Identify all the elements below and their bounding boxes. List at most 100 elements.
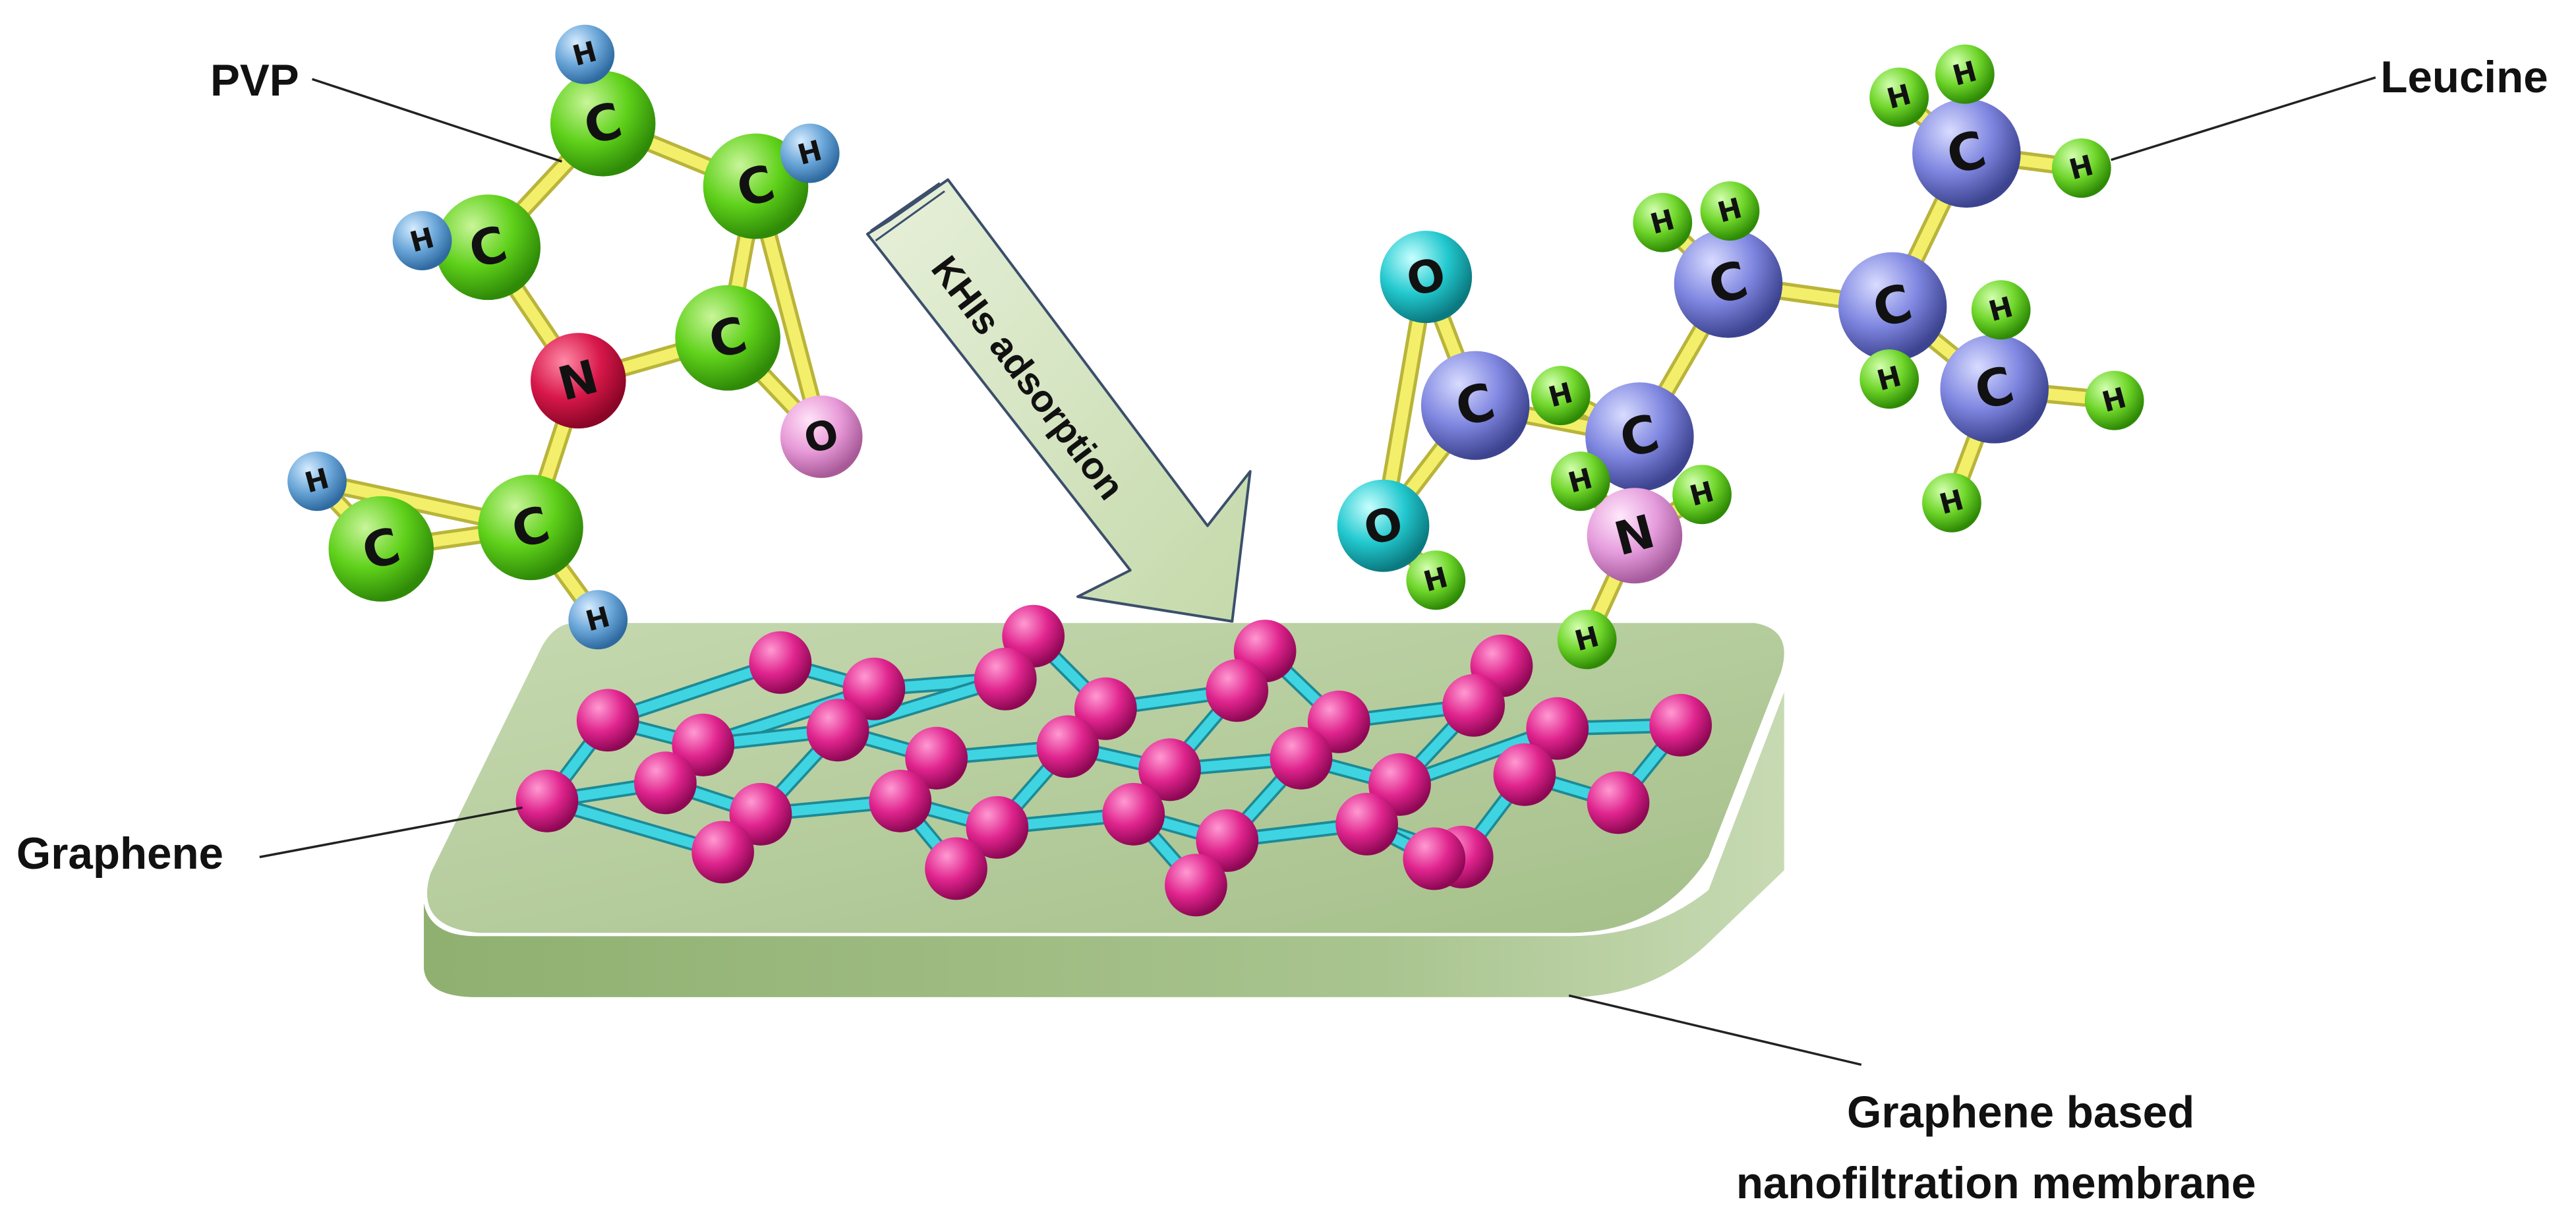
graphene-carbon-atom xyxy=(1165,854,1227,917)
graphene-carbon-atom xyxy=(1206,659,1269,722)
atom-H: H xyxy=(555,24,615,84)
atom-O: O xyxy=(1380,231,1473,324)
atom-sphere xyxy=(1674,229,1783,338)
atom-O: O xyxy=(1337,479,1430,572)
graphene-carbon-atom xyxy=(806,699,869,762)
atom-H: H xyxy=(392,211,452,271)
atom-H: H xyxy=(1672,465,1732,525)
atom-sphere xyxy=(1550,451,1610,511)
atom-sphere xyxy=(555,24,615,84)
graphene-carbon-atom xyxy=(966,796,1029,859)
atom-H: H xyxy=(1922,473,1981,533)
atom-H: H xyxy=(1557,610,1617,670)
graphene-label: Graphene xyxy=(16,829,223,879)
atom-N: N xyxy=(1587,488,1683,584)
graphene-carbon-atom xyxy=(1493,743,1556,806)
atom-H: H xyxy=(1935,44,1995,104)
atom-H: H xyxy=(1859,349,1919,409)
graphene-carbon-atom xyxy=(1270,726,1333,790)
atom-C: C xyxy=(435,194,541,301)
atom-H: H xyxy=(287,451,347,511)
graphene-carbon-atom xyxy=(1036,715,1099,778)
atom-sphere xyxy=(531,333,626,429)
leucine-label: Leucine xyxy=(2380,53,2548,102)
atom-C: C xyxy=(1420,351,1530,460)
pvp-label: PVP xyxy=(210,56,299,105)
atom-H: H xyxy=(1971,280,2031,340)
membrane-label-line2: nanofiltration membrane xyxy=(1736,1159,2256,1208)
atom-sphere xyxy=(1557,610,1617,670)
atom-H: H xyxy=(1633,192,1693,252)
graphene-carbon-atom xyxy=(1138,738,1201,801)
atom-sphere xyxy=(287,451,347,511)
membrane-top xyxy=(427,623,1784,933)
graphene-carbon-atom xyxy=(1403,827,1466,890)
atom-sphere xyxy=(1859,349,1919,409)
atom-N: N xyxy=(531,333,626,429)
graphene-carbon-atom xyxy=(905,726,968,790)
graphene-carbon-atom xyxy=(1102,782,1165,846)
adsorption-arrow: KHIs adsorption xyxy=(865,178,1252,623)
graphene-carbon-atom xyxy=(925,837,987,900)
atom-sphere xyxy=(1587,488,1683,584)
leucine-callout-line xyxy=(2111,76,2376,161)
graphene-callout-line xyxy=(259,806,523,859)
atom-sphere xyxy=(550,71,656,177)
atom-sphere xyxy=(1420,351,1530,460)
arrow-body xyxy=(865,178,1252,623)
atom-sphere xyxy=(1672,465,1732,525)
graphene-carbon-atom xyxy=(974,647,1037,710)
graphene-carbon-atom xyxy=(1649,693,1712,757)
atom-C: C xyxy=(1674,229,1783,338)
pvp-callout-line xyxy=(312,78,562,163)
atom-C: C xyxy=(1838,252,1947,361)
graphene-sheet xyxy=(515,604,1712,917)
graphene-carbon-atom xyxy=(1442,674,1505,737)
atom-sphere xyxy=(1912,99,2021,208)
graphene-carbon-atom xyxy=(1196,809,1259,872)
atom-sphere xyxy=(478,475,583,581)
atom-sphere xyxy=(780,395,863,478)
atom-sphere xyxy=(2051,138,2111,198)
atom-C: C xyxy=(1912,99,2021,208)
atom-sphere xyxy=(1869,67,1929,127)
atom-sphere xyxy=(1337,479,1430,572)
atom-sphere xyxy=(568,590,628,650)
atom-H: H xyxy=(1550,451,1610,511)
graphene-carbon-atom xyxy=(634,751,697,815)
atom-sphere xyxy=(675,285,780,391)
atom-C: C xyxy=(1585,382,1694,492)
atom-H: H xyxy=(568,590,628,650)
atom-C: C xyxy=(550,71,656,177)
graphene-carbon-atom xyxy=(515,769,579,832)
membrane-side xyxy=(424,692,1784,997)
atom-sphere xyxy=(1633,192,1693,252)
graphene-carbon-atom xyxy=(1526,697,1589,760)
atom-H: H xyxy=(2084,370,2144,430)
atom-H: H xyxy=(1869,67,1929,127)
atom-H: H xyxy=(780,123,840,183)
graphene-carbon-atom xyxy=(749,631,812,694)
atom-sphere xyxy=(1700,181,1760,241)
callout-lines xyxy=(259,76,2376,1066)
atom-H: H xyxy=(1406,550,1466,610)
atom-sphere xyxy=(1406,550,1466,610)
graphene-carbon-atom xyxy=(1335,792,1398,856)
graphene-carbon-atom xyxy=(869,769,932,832)
atom-sphere xyxy=(1971,280,2031,340)
atom-O: O xyxy=(780,395,863,478)
atom-sphere xyxy=(780,123,840,183)
atom-sphere xyxy=(1531,366,1591,426)
graphene-carbon-atom xyxy=(576,689,639,752)
atom-sphere xyxy=(1380,231,1473,324)
atom-C: C xyxy=(675,285,780,391)
atom-sphere xyxy=(328,496,434,602)
arrow-tail-stripe xyxy=(870,182,941,232)
atom-H: H xyxy=(1700,181,1760,241)
graphene-carbon-atom xyxy=(1587,771,1650,834)
graphene-carbon-atom xyxy=(691,821,754,884)
membrane-callout-line xyxy=(1568,994,1862,1066)
atom-C: C xyxy=(328,496,434,602)
